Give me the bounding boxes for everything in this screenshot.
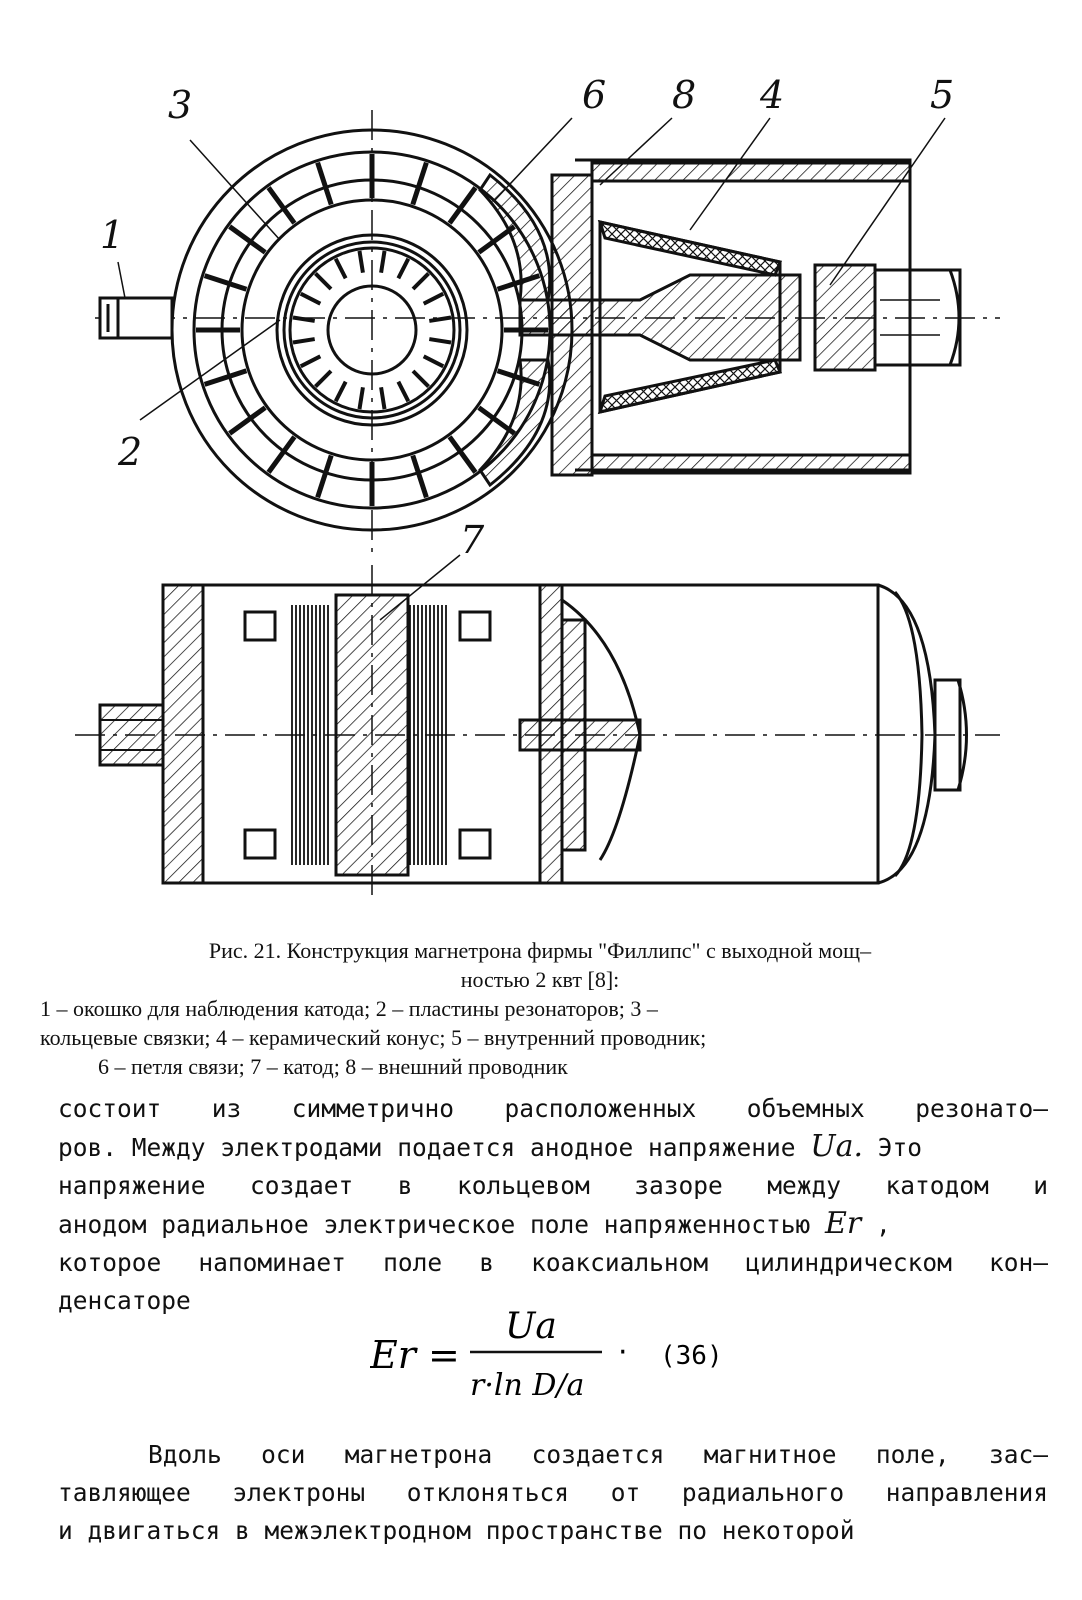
inner-vane: [299, 354, 322, 369]
inner-vane: [333, 380, 348, 403]
label-5: 5: [930, 73, 954, 117]
vane: [228, 224, 267, 255]
text-line-3: напряжение создает в кольцевом зазоре ме…: [58, 1171, 1048, 1200]
formula-lhs: Er =: [370, 1333, 460, 1377]
label-3: 3: [168, 83, 192, 127]
para2-line-2: тавляющее электроны отклоняться от радиа…: [58, 1478, 1048, 1507]
vane: [315, 454, 334, 499]
figure-caption: Рис. 21. Конструкция магнетрона фирмы "Ф…: [40, 936, 1040, 1081]
text-line-2b: Это: [877, 1133, 923, 1162]
figure-labels: 1 2 3 4 5 6 7 8: [100, 73, 954, 562]
top-view: [95, 110, 1000, 560]
vane: [447, 435, 478, 474]
inner-vane: [333, 257, 348, 280]
inner-vane: [357, 386, 365, 410]
inner-vane: [314, 272, 333, 291]
inner-vane: [396, 380, 411, 403]
text-line-2: ров. Между электродами подается анодное …: [58, 1128, 1048, 1167]
inner-vane: [314, 369, 333, 388]
vane: [410, 454, 429, 499]
formula-numerator: Ua: [505, 1306, 557, 1347]
inner-vane: [396, 257, 411, 280]
vane: [315, 161, 334, 206]
inner-vane: [411, 272, 430, 291]
vane: [266, 186, 297, 225]
para2-line-3: и двигаться в межэлектродном пространств…: [58, 1516, 855, 1545]
inner-vane: [411, 369, 430, 388]
text-line-2a: ров. Между электродами подается анодное …: [58, 1133, 796, 1162]
inner-vane: [379, 386, 387, 410]
formula-number: (36): [660, 1341, 723, 1371]
label-6: 6: [582, 73, 606, 117]
side-view: [75, 565, 1000, 895]
body-paragraph-1: состоит из симметрично расположенных объ…: [58, 1090, 1048, 1320]
vane: [203, 368, 248, 387]
inner-vanes: [292, 250, 452, 410]
formula-36: Er = Ua r·ln D/a · (36): [370, 1306, 723, 1403]
anode-lamination: [291, 605, 447, 865]
text-line-5: которое напоминает поле в коаксиальном ц…: [58, 1248, 1048, 1277]
body-paragraph-2: Вдоль оси магнетрона создается магнитное…: [58, 1436, 1048, 1550]
para2-line-1: Вдоль оси магнетрона создается магнитное…: [148, 1440, 1048, 1469]
label-4: 4: [759, 73, 784, 117]
caption-legend-1: 1 – окошко для наблюдения катода; 2 – пл…: [40, 996, 658, 1021]
var-ua: Ua.: [810, 1129, 863, 1164]
vane: [266, 435, 297, 474]
caption-legend-2: кольцевые связки; 4 – керамический конус…: [40, 1025, 707, 1050]
var-er: Er: [825, 1206, 862, 1241]
label-7: 7: [460, 518, 485, 562]
text-line-4: анодом радиальное электрическое поле нап…: [58, 1205, 1048, 1244]
caption-title-1: Рис. 21. Конструкция магнетрона фирмы "Ф…: [208, 938, 872, 963]
inner-vane: [428, 337, 452, 345]
text-line-4a: анодом радиальное электрическое поле нап…: [58, 1210, 811, 1239]
text-line-4b: ,: [876, 1210, 891, 1239]
inner-vane: [422, 291, 445, 306]
text-line-6: денсаторе: [58, 1286, 191, 1315]
label-2: 2: [117, 430, 142, 474]
inner-vane: [292, 337, 316, 345]
inner-vane: [299, 291, 322, 306]
inner-vane: [379, 250, 387, 274]
vane: [410, 161, 429, 206]
text-line-1: состоит из симметрично расположенных объ…: [58, 1094, 1048, 1123]
inner-vane: [292, 315, 316, 323]
caption-legend-3: 6 – петля связи; 7 – катод; 8 – внешний …: [98, 1054, 568, 1079]
vane: [203, 273, 248, 292]
caption-title-2: ностью 2 квт [8]:: [460, 967, 620, 992]
inner-vane: [422, 354, 445, 369]
label-1: 1: [100, 213, 124, 257]
vane: [447, 186, 478, 225]
formula-denominator: r·ln D/a: [470, 1368, 584, 1403]
label-8: 8: [672, 73, 696, 117]
inner-vane: [428, 315, 452, 323]
formula-dot: ·: [618, 1335, 628, 1370]
inner-vane: [357, 250, 365, 274]
vane: [228, 405, 267, 436]
magnetron-drawing: 1 2 3 4 5 6 7 8: [75, 73, 1000, 895]
